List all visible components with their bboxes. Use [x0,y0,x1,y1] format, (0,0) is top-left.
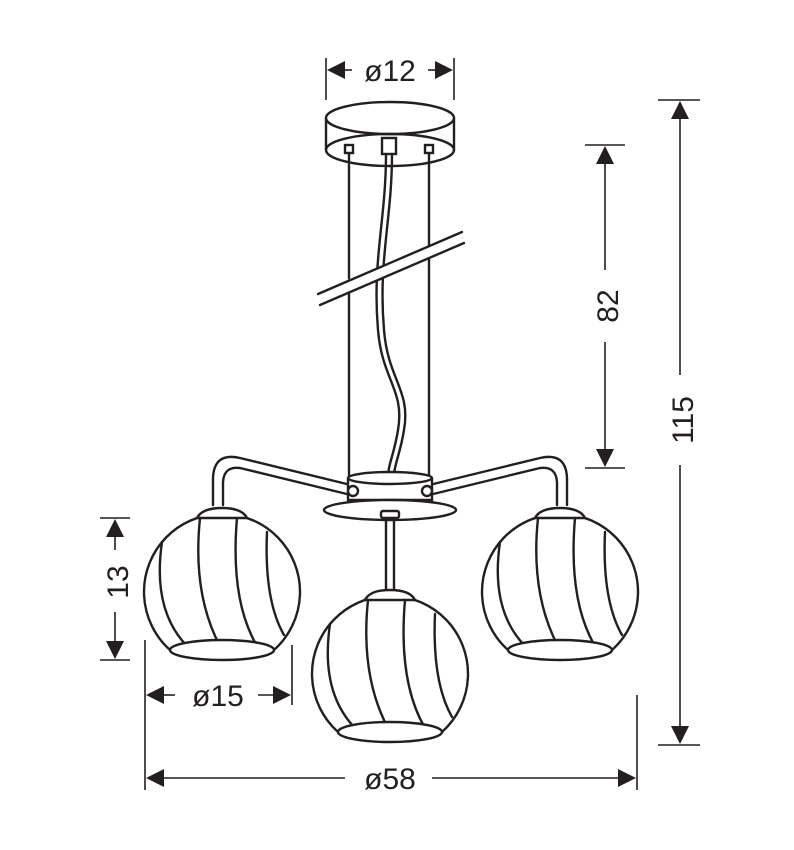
break-lines [316,230,466,307]
dimension-globe-diameter: ø15 [144,640,293,790]
label-total-height: 115 [667,396,700,444]
dimension-canopy-diameter: ø12 [325,55,455,100]
dimension-total-height: 115 [658,99,700,746]
suspension-rods [347,151,431,478]
dimension-rod-height: 82 [585,144,625,469]
label-rod-height: 82 [592,289,625,322]
globe-right [480,506,640,662]
dimension-globe-height: 13 [100,517,135,661]
ceiling-canopy [324,100,456,168]
globe-center [310,588,470,744]
label-canopy-diameter: ø12 [364,55,416,88]
label-globe-diameter: ø15 [192,680,244,713]
label-overall-diameter: ø58 [364,763,416,796]
label-globe-height: 13 [102,565,135,598]
center-hub [322,470,458,594]
globe-left [142,506,302,662]
lamp-arms [211,455,569,507]
dimension-overall-diameter: ø58 [146,695,638,796]
